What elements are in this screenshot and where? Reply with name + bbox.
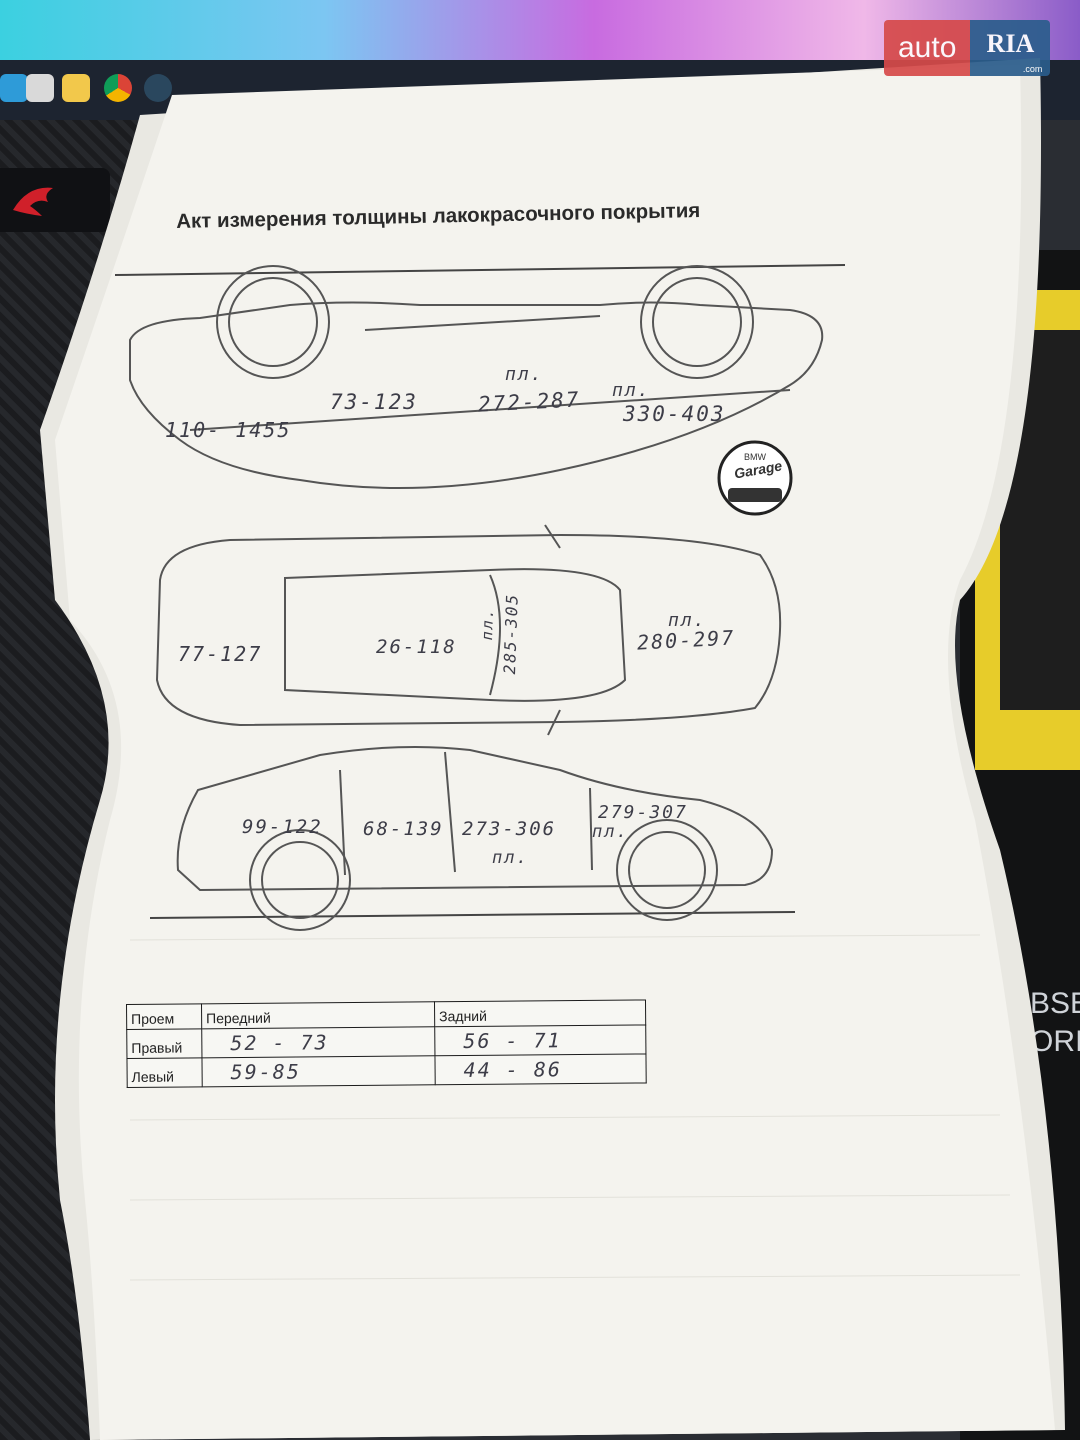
autoria-watermark: auto RIA.com <box>884 20 1051 76</box>
measure-top-trunk: 77-127 <box>178 642 263 666</box>
folder-icon <box>62 74 90 102</box>
table-cell-front: 52 - 73 <box>201 1026 435 1058</box>
label-pl-side2-front-door: пл. <box>492 848 529 868</box>
table-cell-front: 59-85 <box>201 1055 436 1087</box>
car-side-view-top <box>129 265 824 489</box>
table-row-label: Левый <box>126 1057 203 1088</box>
measure-side-front-fender: 110- 1455 <box>165 418 292 442</box>
table-cell-rear: 56 - 71 <box>434 1024 646 1056</box>
windows-icon <box>0 74 28 102</box>
measure-side2-rear-door: 68-139 <box>363 818 444 840</box>
table-row: Левый 59-85 44 - 86 <box>126 1053 647 1088</box>
chrome-icon <box>104 74 132 102</box>
label-pl-side-rear-fender: пл. <box>612 380 651 401</box>
task-view-icon <box>26 74 54 102</box>
watermark-ria: RIA.com <box>970 20 1051 76</box>
rog-logo <box>0 168 110 232</box>
measure-side2-front-door: 273-306 <box>462 818 557 840</box>
car-side-view-bottom <box>149 745 796 931</box>
table-header-opening: Проем <box>126 1003 202 1030</box>
measure-side-front-door: 73-123 <box>330 390 418 414</box>
openings-table: Проем Передний Задний Правый 52 - 73 56 … <box>126 999 647 1088</box>
measure-side2-rear-fender: 99-122 <box>242 816 323 838</box>
measure-top-pillar: 285-305 <box>500 592 522 675</box>
garage-logo <box>717 440 793 516</box>
table-row-label: Правый <box>126 1028 202 1059</box>
table-row: Правый 52 - 73 56 - 71 <box>126 1024 646 1059</box>
table-header-front: Передний <box>201 1001 435 1029</box>
table-header-rear: Задний <box>434 999 646 1027</box>
measure-side2-front-fender: 279-307 <box>598 802 688 823</box>
measure-top-hood: 280-297 <box>636 625 736 655</box>
measure-side-rear-fender: 330-403 <box>623 402 726 426</box>
label-pl-top-hood: пл. <box>668 610 707 631</box>
car-top-view <box>155 524 782 736</box>
watermark-auto: auto <box>884 20 971 76</box>
label-pl-side2-front-fender: пл. <box>592 822 629 842</box>
garage-logo-text: BMW Garage <box>732 452 784 482</box>
label-pl-side-rear-door: пл. <box>505 364 544 385</box>
label-pl-top-pillar: пл. <box>478 606 498 641</box>
measure-top-roof: 26-118 <box>376 636 457 658</box>
steam-icon <box>144 74 172 102</box>
table-cell-rear: 44 - 86 <box>434 1053 647 1085</box>
mousepad-text: BSE ORI <box>1030 987 1080 1058</box>
